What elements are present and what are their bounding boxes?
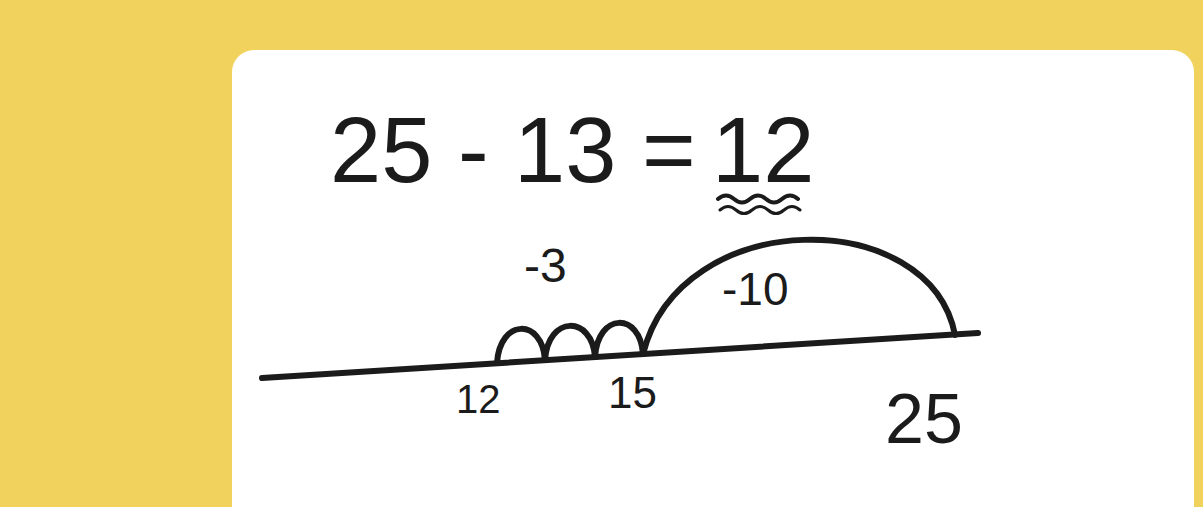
- jump-arc: [545, 326, 595, 360]
- tick-number: 15: [608, 371, 657, 415]
- jump-arc: [643, 240, 955, 354]
- squiggle-underline: [718, 196, 798, 203]
- tick-number: 12: [456, 379, 501, 419]
- jump-arc: [595, 323, 643, 357]
- tick-number: 25: [885, 384, 963, 454]
- answer: 12: [712, 104, 814, 196]
- equation: 25 - 13 =: [330, 104, 696, 196]
- jump-arc: [497, 329, 545, 363]
- jump-label: -3: [524, 242, 567, 290]
- squiggle-underline: [720, 207, 800, 214]
- jump-label: -10: [722, 266, 788, 312]
